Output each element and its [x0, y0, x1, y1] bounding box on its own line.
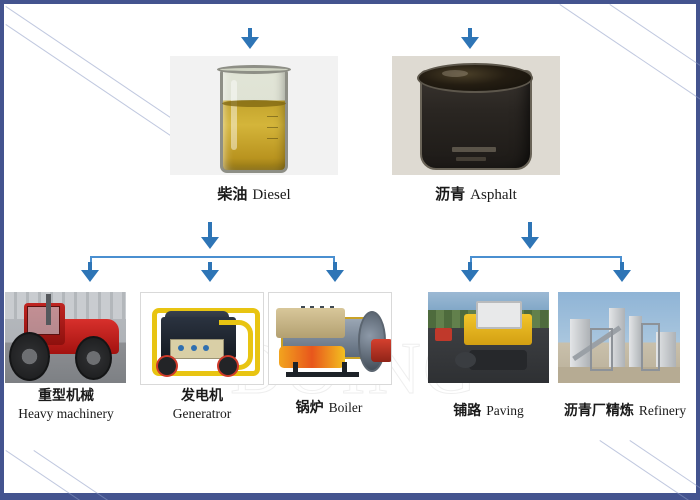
caption-generator-cn: 发电机	[181, 389, 223, 404]
caption-refinery: 沥青厂精炼 Refinery	[552, 403, 698, 421]
caption-paving-en: Paving	[486, 403, 524, 418]
caption-boiler-en: Boiler	[328, 400, 363, 415]
caption-generator: 发电机 Generatror	[146, 389, 258, 421]
connector-bar-asphalt	[470, 256, 622, 266]
arrow-down-into-asphalt	[461, 28, 479, 50]
caption-paving-cn: 铺路	[453, 404, 482, 419]
industrial-boiler-photo	[268, 292, 392, 385]
caption-heavy-machinery-en: Heavy machinery	[18, 405, 114, 421]
caption-generator-en: Generatror	[172, 405, 232, 421]
slide-border-left	[0, 0, 4, 500]
connector-bar-diesel	[90, 256, 335, 266]
caption-heavy-machinery-cn: 重型机械	[38, 389, 94, 404]
caption-asphalt-cn: 沥青	[435, 187, 466, 203]
caption-diesel-cn: 柴油	[217, 187, 248, 203]
arrow-down-into-diesel	[241, 28, 259, 50]
slide-border-right	[696, 0, 700, 500]
road-roller-paving-photo	[428, 292, 549, 383]
beaker-of-asphalt-photo	[392, 56, 560, 175]
caption-refinery-en: Refinery	[638, 403, 687, 418]
yellow-generator-photo	[140, 292, 264, 385]
caption-boiler: 锅炉 Boiler	[268, 400, 390, 418]
slide-border-top	[0, 0, 700, 4]
arrow-down-to-generator	[201, 262, 219, 284]
arrow-down-from-diesel	[201, 222, 219, 250]
arrow-down-to-boiler	[326, 262, 344, 284]
caption-diesel-en: Diesel	[252, 187, 291, 203]
caption-asphalt-en: Asphalt	[470, 187, 517, 203]
slide-border-bottom	[0, 493, 700, 500]
arrow-down-to-heavy-machinery	[81, 262, 99, 284]
red-tractor-photo	[5, 292, 126, 383]
asphalt-refinery-plant-photo	[558, 292, 680, 383]
caption-heavy-machinery: 重型机械 Heavy machinery	[0, 389, 132, 421]
caption-paving: 铺路 Paving	[428, 403, 549, 421]
caption-refinery-cn: 沥青厂精炼	[563, 404, 634, 419]
arrow-down-to-paving	[461, 262, 479, 284]
arrow-down-to-refinery	[613, 262, 631, 284]
caption-boiler-cn: 锅炉	[295, 401, 324, 416]
arrow-down-from-asphalt	[521, 222, 539, 250]
beaker-of-diesel-photo	[170, 56, 338, 175]
